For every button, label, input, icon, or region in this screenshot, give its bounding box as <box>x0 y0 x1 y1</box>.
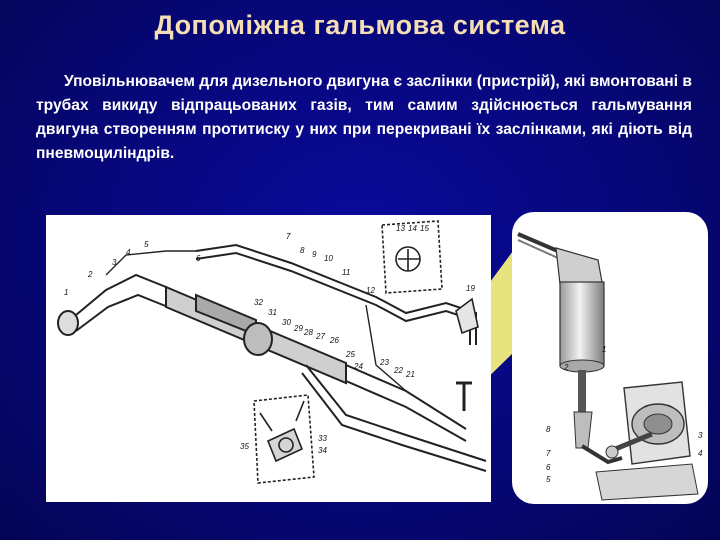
detail-label: 6 <box>546 463 551 472</box>
diagram-label: 19 <box>466 284 475 293</box>
diagram-label: 23 <box>379 358 389 367</box>
diagram-label: 9 <box>312 250 317 259</box>
diagram-label: 28 <box>303 328 313 337</box>
slide-title: Допоміжна гальмова система <box>154 10 566 40</box>
detail-label: 8 <box>546 425 551 434</box>
diagram-label: 15 <box>420 224 429 233</box>
diagram-label: 34 <box>318 446 327 455</box>
diagram-label: 11 <box>342 268 350 277</box>
diagram-label: 24 <box>353 362 363 371</box>
diagram-label: 5 <box>144 240 149 249</box>
diagram-label: 30 <box>282 318 291 327</box>
diagram-label: 22 <box>393 366 403 375</box>
diagram-label: 21 <box>405 370 415 379</box>
diagram-label: 33 <box>318 434 327 443</box>
detail-label: 4 <box>698 449 703 458</box>
diagram-label: 8 <box>300 246 305 255</box>
diagram-label: 12 <box>366 286 375 295</box>
slide-paragraph: Уповільнювачем для дизельного двигуна є … <box>36 73 692 162</box>
detail-label: 5 <box>546 475 551 484</box>
diagram-label: 25 <box>345 350 355 359</box>
diagram-label: 14 <box>408 224 417 233</box>
diagram-label: 27 <box>315 332 325 341</box>
diagram-label: 6 <box>196 254 201 263</box>
exhaust-system-drawing: 1 2 3 4 5 6 7 8 9 10 11 12 13 14 15 19 2… <box>57 220 487 484</box>
diagram-label: 32 <box>254 298 263 307</box>
diagram-label: 35 <box>240 442 249 451</box>
diagram-label: 31 <box>268 308 277 317</box>
detail-label: 1 <box>602 345 606 354</box>
diagram-label: 3 <box>112 258 117 267</box>
diagram-label: 26 <box>329 336 339 345</box>
diagram-label: 10 <box>324 254 333 263</box>
diagram-label: 1 <box>64 288 68 297</box>
diagram-label: 4 <box>126 248 131 257</box>
detail-label: 3 <box>698 431 703 440</box>
cylinder-valve-detail: 1 2 3 4 5 6 7 8 <box>512 212 708 504</box>
detail-label: 7 <box>546 449 551 458</box>
cylinder-valve-drawing: 1 2 3 4 5 6 7 8 <box>517 232 703 501</box>
diagram-label: 29 <box>293 324 303 333</box>
exhaust-system-diagram: 1 2 3 4 5 6 7 8 9 10 11 12 13 14 15 19 2… <box>46 215 491 502</box>
diagram-label: 2 <box>87 270 93 279</box>
diagram-label: 13 <box>396 224 405 233</box>
detail-label: 2 <box>563 363 569 372</box>
diagram-label: 7 <box>286 232 291 241</box>
